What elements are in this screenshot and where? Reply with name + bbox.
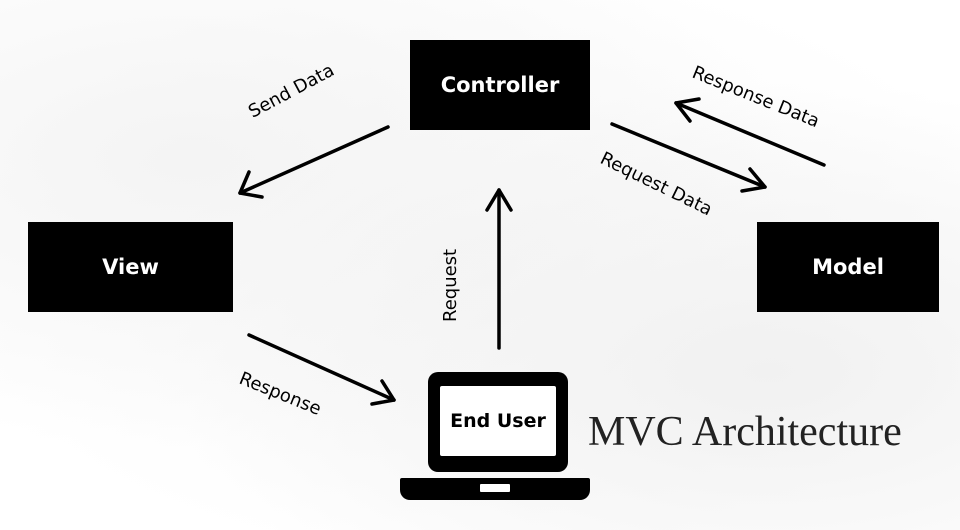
diagram-title: MVC Architecture: [588, 409, 902, 455]
controller-box: Controller: [410, 40, 590, 130]
arrow-send-data: [238, 125, 390, 199]
laptop-display: End User: [440, 386, 556, 456]
controller-label: Controller: [440, 73, 560, 97]
arrow-response-data: [674, 97, 826, 167]
end-user-label: End User: [450, 410, 546, 432]
laptop-screen: End User: [428, 372, 568, 472]
laptop-icon: End User: [400, 372, 590, 507]
laptop-trackpad: [480, 484, 510, 492]
arrow-request: [485, 188, 513, 350]
arrow-request-data: [610, 122, 767, 193]
request-label: Request: [440, 248, 461, 322]
model-box: Model: [757, 222, 939, 312]
view-label: View: [102, 255, 159, 279]
view-box: View: [28, 222, 233, 312]
arrow-response: [247, 333, 396, 406]
model-label: Model: [812, 255, 884, 279]
